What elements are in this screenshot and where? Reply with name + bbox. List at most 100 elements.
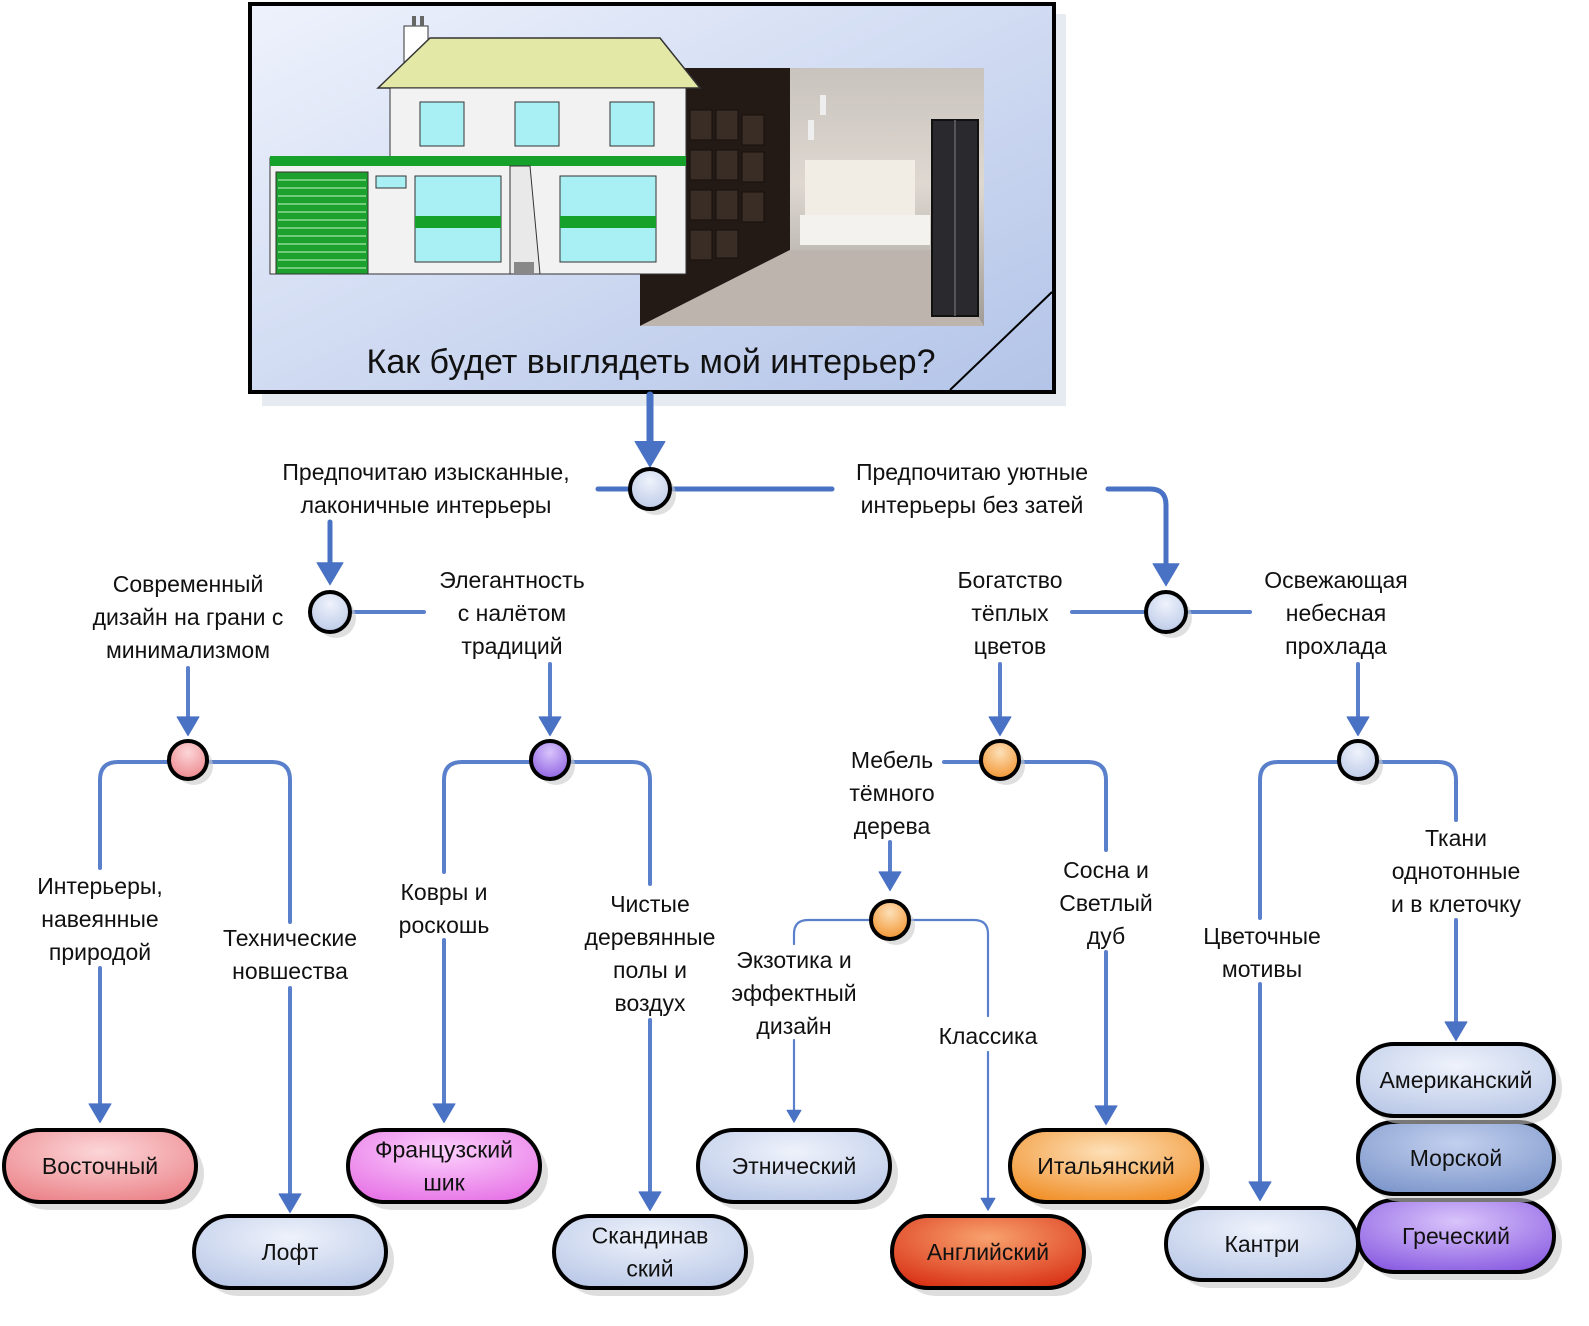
node-l2-right[interactable] — [1144, 590, 1188, 634]
choice-cozy-simple-line: интерьеры без затей — [861, 492, 1084, 518]
arrow-l2-rr — [1346, 716, 1370, 737]
arrow-scandinavian — [638, 1191, 662, 1212]
choice-plain-checkered-fabrics-line: однотонные — [1392, 858, 1521, 884]
choice-floral-motifs-line: Цветочные — [1203, 923, 1321, 949]
style-french-chic[interactable]: Французский шик — [346, 1128, 548, 1210]
choice-exotic-design-line: Экзотика и — [736, 947, 851, 973]
node-l4[interactable] — [869, 899, 911, 941]
node-l3-lr[interactable] — [529, 739, 571, 781]
style-sea[interactable]: Морской — [1356, 1120, 1562, 1202]
arrow-l2-rl — [988, 716, 1012, 737]
node-l3-rr[interactable] — [1337, 739, 1379, 781]
style-scandinavian-shape — [552, 1214, 748, 1290]
choice-carpets-luxury-line: Ковры и — [401, 879, 488, 905]
node-l3-ll[interactable] — [167, 739, 209, 781]
style-loft-label-line: Лофт — [262, 1239, 319, 1265]
style-french-chic-label: Французский шик — [375, 1137, 513, 1196]
connector-lines — [88, 391, 1468, 1214]
node-l2-left[interactable] — [308, 590, 352, 634]
choice-elegance-tradition-line: традиций — [461, 633, 562, 659]
choice-nature-inspired-line: Интерьеры, — [37, 873, 163, 899]
style-english-label-line: Английский — [927, 1239, 1049, 1265]
choice-fresh-sky-cool-line: Освежающая — [1264, 567, 1407, 593]
line-l3-h-top — [1376, 760, 1458, 822]
choice-modern-minimalism-line: Современный — [113, 571, 264, 597]
style-greek[interactable]: Греческий — [1356, 1198, 1562, 1280]
choice-tech-innovations-line: новшества — [232, 958, 348, 984]
style-loft-shape — [192, 1214, 388, 1290]
line-l3-b-top — [206, 760, 292, 924]
style-scandinavian-label-line: Скандинав — [592, 1223, 709, 1249]
choice-floral-motifs-line: мотивы — [1222, 956, 1302, 982]
choice-warm-colors-line: Богатство — [957, 567, 1062, 593]
style-greek-label: Греческий — [1402, 1223, 1510, 1249]
choice-pine-light-oak-line: Светлый — [1059, 890, 1152, 916]
arrow-american — [1444, 1021, 1468, 1042]
style-italian-label-line: Итальянский — [1037, 1153, 1174, 1179]
line-l4-a-top — [792, 918, 872, 946]
arrow-l1-left — [316, 562, 344, 586]
arrow-l3-e — [878, 871, 902, 892]
style-ethnic-label: Этнический — [732, 1153, 857, 1179]
arrow-country — [1248, 1181, 1272, 1202]
choice-nature-inspired-line: природой — [49, 939, 151, 965]
page-title: Как будет выглядеть мой интерьер? — [367, 343, 936, 381]
style-ethnic[interactable]: Этнический — [696, 1128, 898, 1210]
choice-elegance-tradition-line: с налётом — [458, 600, 566, 626]
interior-photo — [640, 68, 984, 326]
choice-exquisite-laconic: Предпочитаю изысканные,лаконичные интерь… — [282, 459, 569, 518]
style-sea-label-line: Морской — [1410, 1145, 1502, 1171]
style-loft[interactable]: Лофт — [192, 1214, 394, 1296]
choice-floral-motifs: Цветочные мотивы — [1203, 923, 1321, 982]
style-country[interactable]: Кантри — [1164, 1206, 1366, 1288]
style-vostochny-shape — [2, 1128, 198, 1204]
arrow-ethnic — [786, 1109, 802, 1123]
style-english[interactable]: Английский — [890, 1214, 1092, 1296]
choice-elegance-tradition-line: Элегантность — [439, 567, 584, 593]
choice-classic: Классика — [939, 1023, 1038, 1049]
choice-exquisite-laconic-line: Предпочитаю изысканные, — [282, 459, 569, 485]
style-ethnic-label-line: Этнический — [732, 1153, 857, 1179]
choice-wooden-floors-air-line: воздух — [615, 990, 686, 1016]
line-l3-d-top — [568, 760, 652, 886]
choice-plain-checkered-fabrics-line: Ткани — [1425, 825, 1487, 851]
choice-pine-light-oak-line: Сосна и — [1063, 857, 1149, 883]
node-l3-rl[interactable] — [979, 739, 1021, 781]
style-american-label: Американский — [1380, 1067, 1533, 1093]
arrow-english — [980, 1197, 996, 1211]
style-italian-label: Итальянский — [1037, 1153, 1174, 1179]
choice-modern-minimalism-line: дизайн на грани с — [93, 604, 284, 630]
arrow-french — [432, 1103, 456, 1124]
choice-elegance-tradition: Элегантность с налётом традиций — [439, 567, 584, 659]
choice-plain-checkered-fabrics: Ткани однотонные и в клеточку — [1391, 825, 1521, 917]
style-english-shape — [890, 1214, 1086, 1290]
arrow-l2-lr — [538, 716, 562, 737]
style-italian[interactable]: Итальянский — [1008, 1128, 1210, 1210]
style-ethnic-shape — [696, 1128, 892, 1204]
style-vostochny-label-line: Восточный — [42, 1153, 158, 1179]
style-italian-shape — [1008, 1128, 1204, 1204]
style-vostochny[interactable]: Восточный — [2, 1128, 204, 1210]
choice-warm-colors-line: цветов — [974, 633, 1046, 659]
choice-plain-checkered-fabrics-line: и в клеточку — [1391, 891, 1521, 917]
node-root[interactable] — [628, 467, 672, 511]
style-american-shape — [1356, 1042, 1556, 1118]
style-american[interactable]: Американский — [1356, 1042, 1562, 1124]
house-drawing — [269, 16, 702, 275]
line-l3-c-top — [442, 760, 532, 874]
style-french-chic-label-line: Французский — [375, 1137, 513, 1163]
line-l3-g-top — [1258, 760, 1340, 920]
style-french-chic-label-line: шик — [423, 1170, 465, 1196]
